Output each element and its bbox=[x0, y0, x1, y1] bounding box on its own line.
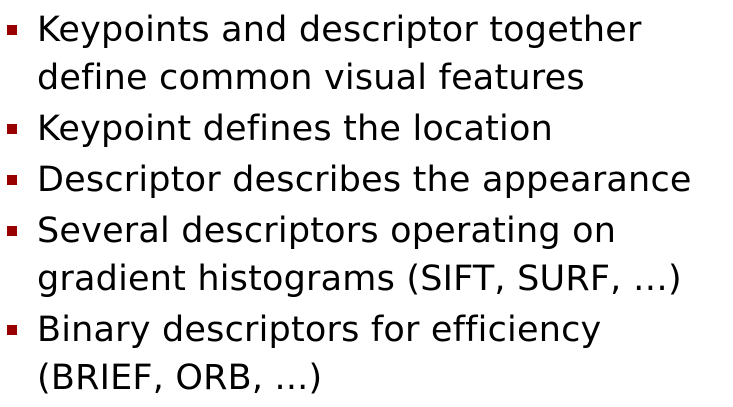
item-line: Descriptor describes the appearance bbox=[37, 160, 692, 200]
list-item: Binary descriptors for efficiency (BRIEF… bbox=[0, 306, 733, 402]
list-item: Keypoints and descriptor together define… bbox=[0, 6, 733, 102]
square-bullet-icon bbox=[7, 25, 17, 35]
square-bullet-icon bbox=[7, 226, 17, 236]
item-line: Keypoint defines the location bbox=[37, 109, 553, 149]
list-item: Descriptor describes the appearance bbox=[0, 156, 733, 204]
square-bullet-icon bbox=[7, 175, 17, 185]
list-item: Several descriptors operating on gradien… bbox=[0, 207, 733, 303]
bullet-list: Keypoints and descriptor together define… bbox=[0, 6, 733, 405]
list-item: Keypoint defines the location bbox=[0, 105, 733, 153]
item-line: define common visual features bbox=[37, 58, 585, 98]
item-line: Binary descriptors for efficiency bbox=[37, 310, 602, 350]
item-line: Keypoints and descriptor together bbox=[37, 10, 642, 50]
square-bullet-icon bbox=[7, 325, 17, 335]
item-line: gradient histograms (SIFT, SURF, …) bbox=[37, 259, 682, 299]
square-bullet-icon bbox=[7, 124, 17, 134]
item-line: Several descriptors operating on bbox=[37, 211, 617, 251]
item-line: (BRIEF, ORB, ...) bbox=[37, 358, 323, 398]
